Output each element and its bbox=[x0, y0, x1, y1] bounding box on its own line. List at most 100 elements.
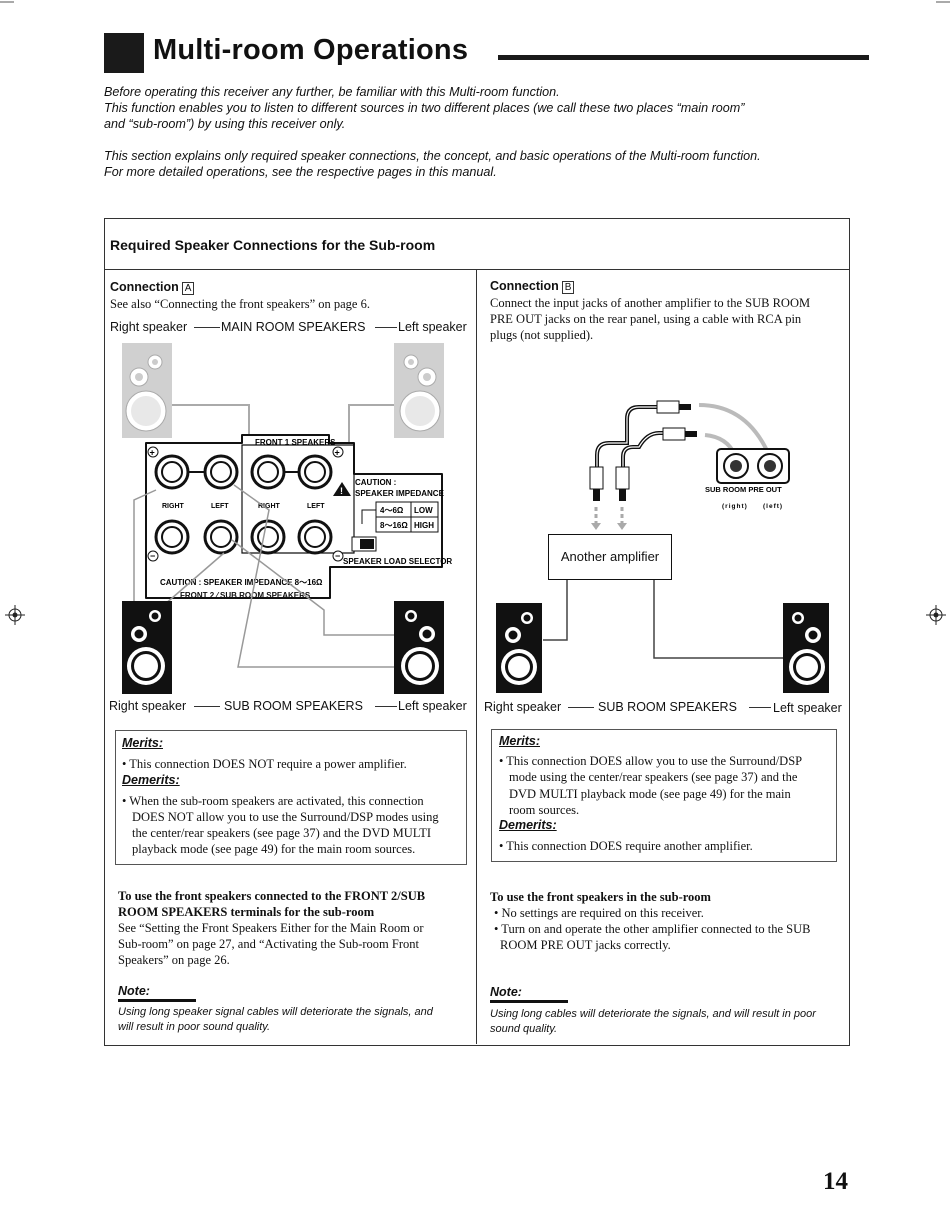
registration-mark-icon bbox=[5, 605, 25, 625]
leader-line bbox=[568, 707, 594, 708]
svg-text:RIGHT: RIGHT bbox=[162, 503, 185, 510]
svg-text:(right): (right) bbox=[722, 503, 748, 510]
connection-b-diagram: SUB ROOM PRE OUT (right) (left) bbox=[496, 400, 829, 693]
another-amplifier-box: Another amplifier bbox=[548, 534, 672, 580]
intro-line: Before operating this receiver any furth… bbox=[104, 85, 560, 99]
connection-a-letter: A bbox=[181, 282, 195, 295]
demerit-item: • When the sub-room speakers are activat… bbox=[122, 794, 424, 808]
sub-left-speaker-icon bbox=[783, 603, 829, 693]
intro-line: This section explains only required spea… bbox=[104, 149, 761, 163]
svg-text:SUB ROOM PRE OUT: SUB ROOM PRE OUT bbox=[705, 485, 782, 494]
intro-line: This function enables you to listen to d… bbox=[104, 101, 745, 115]
use-item-b-line: ROOM PRE OUT jacks correctly. bbox=[500, 938, 671, 952]
leader-line bbox=[194, 706, 220, 707]
svg-text:+: + bbox=[335, 448, 340, 458]
svg-text:−: − bbox=[150, 551, 155, 561]
svg-text:CAUTION : SPEAKER IMPEDANCE 8: CAUTION : SPEAKER IMPEDANCE 8～16Ω bbox=[160, 578, 323, 587]
leader-line bbox=[375, 706, 397, 707]
main-left-speaker-label: Left speaker bbox=[398, 320, 467, 334]
svg-text:HIGH: HIGH bbox=[414, 521, 434, 530]
main-right-speaker-label: Right speaker bbox=[110, 320, 188, 334]
sub-right-speaker-label: Right speaker bbox=[484, 700, 562, 714]
main-left-speaker-icon bbox=[394, 343, 444, 438]
connection-b-letter: B bbox=[561, 281, 575, 294]
use-heading-a: ROOM SPEAKERS terminals for the sub-room bbox=[118, 905, 375, 919]
note-rule bbox=[118, 999, 196, 1002]
intro-line: For more detailed operations, see the re… bbox=[104, 165, 497, 179]
sub-room-speakers-label: SUB ROOM SPEAKERS bbox=[598, 700, 737, 714]
registration-mark-icon bbox=[926, 605, 946, 625]
merit-line: room sources. bbox=[509, 803, 580, 817]
note-rule bbox=[490, 1000, 568, 1003]
sub-room-pre-out-jacks-icon bbox=[716, 448, 790, 484]
demerit-line: the center/rear speakers (see page 37) a… bbox=[132, 826, 432, 840]
leader-line bbox=[749, 707, 771, 708]
sub-right-speaker-icon bbox=[122, 601, 172, 694]
svg-text:(left): (left) bbox=[763, 503, 783, 510]
leader-line bbox=[194, 327, 220, 328]
rca-plug-icon bbox=[589, 400, 697, 501]
svg-text:SPEAKER LOAD SELECTOR: SPEAKER LOAD SELECTOR bbox=[343, 557, 452, 566]
svg-text:SPEAKER IMPEDANCE: SPEAKER IMPEDANCE bbox=[355, 489, 445, 498]
sub-left-speaker-label: Left speaker bbox=[773, 701, 842, 715]
connection-a-desc: See also “Connecting the front speakers”… bbox=[110, 297, 370, 311]
connection-b-desc: plugs (not supplied). bbox=[490, 328, 594, 342]
sub-room-speakers-label: SUB ROOM SPEAKERS bbox=[224, 699, 363, 713]
svg-text:CAUTION :: CAUTION : bbox=[355, 478, 396, 487]
note-text-b: sound quality. bbox=[490, 1023, 558, 1035]
merit-item: • This connection DOES NOT require a pow… bbox=[122, 757, 407, 771]
note-text-a: will result in poor sound quality. bbox=[118, 1021, 271, 1033]
column-divider bbox=[476, 269, 477, 1044]
svg-text:LOW: LOW bbox=[414, 506, 433, 515]
demerit-line: DOES NOT allow you to use the Surround/D… bbox=[132, 810, 439, 824]
page-title: Multi-room Operations bbox=[153, 34, 469, 66]
use-item-b: • Turn on and operate the other amplifie… bbox=[494, 922, 811, 936]
title-rule bbox=[498, 55, 869, 60]
use-heading-b: To use the front speakers in the sub-roo… bbox=[490, 890, 711, 904]
merits-heading: Merits: bbox=[499, 734, 540, 748]
sub-left-speaker-icon bbox=[394, 601, 444, 694]
svg-text:!: ! bbox=[340, 486, 343, 496]
merits-heading: Merits: bbox=[122, 736, 163, 750]
connections-box bbox=[104, 218, 850, 1046]
intro-line: and “sub-room”) by using this receiver o… bbox=[104, 117, 346, 131]
connection-a-diagram: FRONT 1 SPEAKERS + + − − RIGHT LEFT RIGH… bbox=[122, 343, 452, 694]
merit-line: mode using the center/rear speakers (see… bbox=[509, 770, 798, 784]
demerits-heading: Demerits: bbox=[499, 818, 557, 832]
crop-marks bbox=[0, 1, 950, 3]
sub-right-speaker-label: Right speaker bbox=[109, 699, 187, 713]
svg-text:4～6Ω: 4～6Ω bbox=[380, 506, 404, 515]
use-text-a: See “Setting the Front Speakers Either f… bbox=[118, 921, 424, 935]
svg-text:RIGHT: RIGHT bbox=[258, 503, 281, 510]
merits-box-a bbox=[115, 730, 467, 865]
connection-b-desc: PRE OUT jacks on the rear panel, using a… bbox=[490, 312, 802, 326]
svg-text:8～16Ω: 8～16Ω bbox=[380, 521, 408, 530]
section-title: Required Speaker Connections for the Sub… bbox=[110, 237, 436, 253]
merit-line: DVD MULTI playback mode (see page 49) fo… bbox=[509, 787, 791, 801]
main-right-speaker-icon bbox=[122, 343, 172, 438]
svg-text:+: + bbox=[150, 448, 155, 458]
use-heading-a: To use the front speakers connected to t… bbox=[118, 889, 426, 903]
svg-text:LEFT: LEFT bbox=[307, 503, 325, 510]
demerits-heading: Demerits: bbox=[122, 773, 180, 787]
demerit-line: playback mode (see page 49) for the main… bbox=[132, 842, 416, 856]
svg-text:FRONT 2 ⁄ SUB ROOM SPEAKERS: FRONT 2 ⁄ SUB ROOM SPEAKERS bbox=[180, 591, 311, 600]
demerit-item: • This connection DOES require another a… bbox=[499, 839, 753, 853]
connection-b-desc: Connect the input jacks of another ampli… bbox=[490, 296, 811, 310]
svg-text:LEFT: LEFT bbox=[211, 503, 229, 510]
use-text-a: Speakers” on page 26. bbox=[118, 953, 230, 967]
note-text-b: Using long cables will deteriorate the s… bbox=[490, 1008, 816, 1020]
leader-line bbox=[375, 327, 397, 328]
merit-item: • This connection DOES allow you to use … bbox=[499, 754, 803, 768]
section-header bbox=[104, 218, 850, 270]
use-item-b: • No settings are required on this recei… bbox=[494, 906, 704, 920]
note-heading-b: Note: bbox=[490, 985, 522, 999]
sub-left-speaker-label: Left speaker bbox=[398, 699, 467, 713]
warning-icon bbox=[333, 482, 351, 496]
front1-label: FRONT 1 SPEAKERS bbox=[255, 438, 336, 447]
merits-box-b bbox=[491, 729, 837, 862]
use-text-a: Sub-room” on page 27, and “Activating th… bbox=[118, 937, 419, 951]
terminal-knobs-icon bbox=[154, 454, 333, 555]
